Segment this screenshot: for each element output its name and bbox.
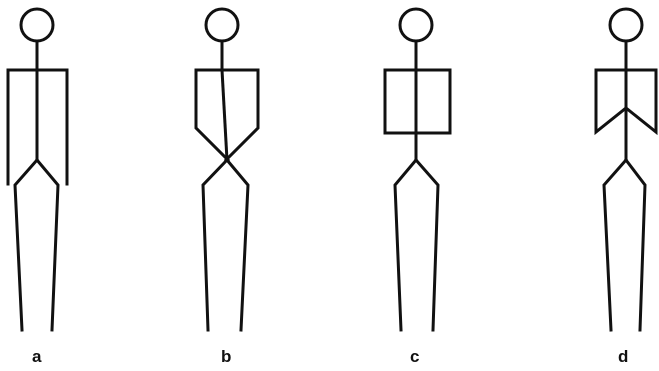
figure-d-label: d (618, 347, 628, 366)
figure-b-spine (222, 70, 227, 160)
figure-d-left-arm (596, 70, 626, 132)
figure-a-head (21, 9, 53, 41)
figure-d-head (610, 9, 642, 41)
figure-d: d (596, 9, 656, 366)
figure-a-label: a (32, 347, 42, 366)
figure-c-label: c (410, 347, 419, 366)
figure-c-right-leg (416, 160, 438, 330)
figure-c-head (400, 9, 432, 41)
figure-b-label: b (221, 347, 231, 366)
figure-d-left-leg (604, 160, 626, 330)
figure-b: b (196, 9, 258, 366)
figure-b-right-leg (227, 160, 248, 330)
figure-d-right-leg (626, 160, 645, 330)
figure-a: a (8, 9, 67, 366)
figure-b-right-arm (226, 70, 258, 160)
figure-a-left-leg (15, 160, 37, 330)
figure-b-head (206, 9, 238, 41)
figure-c-left-leg (395, 160, 416, 330)
figure-b-left-leg (203, 160, 227, 330)
figure-c: c (385, 9, 450, 366)
figure-d-right-arm (626, 70, 656, 132)
figure-a-right-leg (37, 160, 58, 330)
